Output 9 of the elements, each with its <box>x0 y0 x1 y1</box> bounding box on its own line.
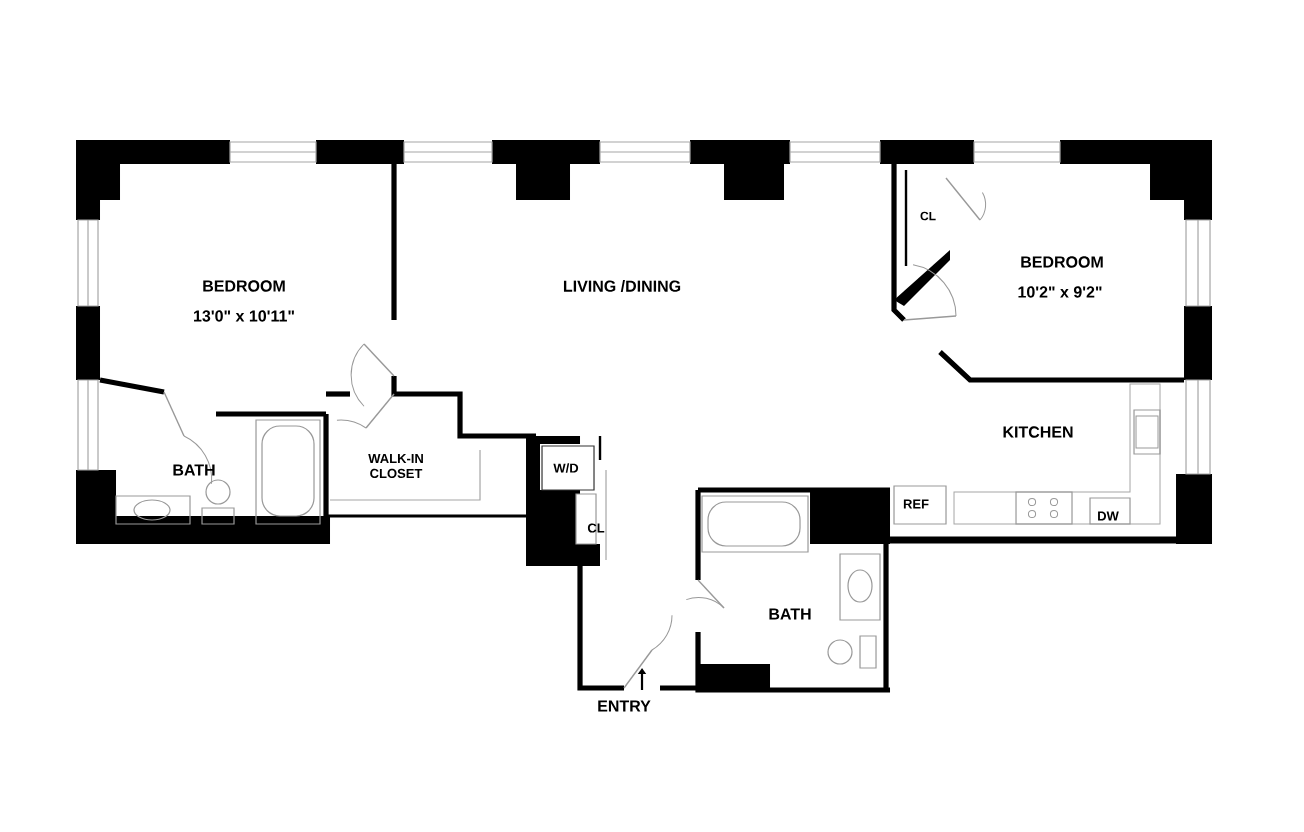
room-label: BATH <box>769 608 811 620</box>
room-label: BEDROOM <box>203 280 285 292</box>
room-label: BATH <box>173 464 215 476</box>
room-label: 13'0" x 10'11" <box>194 310 294 322</box>
room-label: 10'2" x 9'2" <box>1018 286 1102 298</box>
room-label: LIVING /DINING <box>563 280 681 292</box>
room-label: KITCHEN <box>1003 426 1073 438</box>
room-label: ENTRY <box>598 700 651 712</box>
room-label: BEDROOM <box>1021 256 1103 268</box>
